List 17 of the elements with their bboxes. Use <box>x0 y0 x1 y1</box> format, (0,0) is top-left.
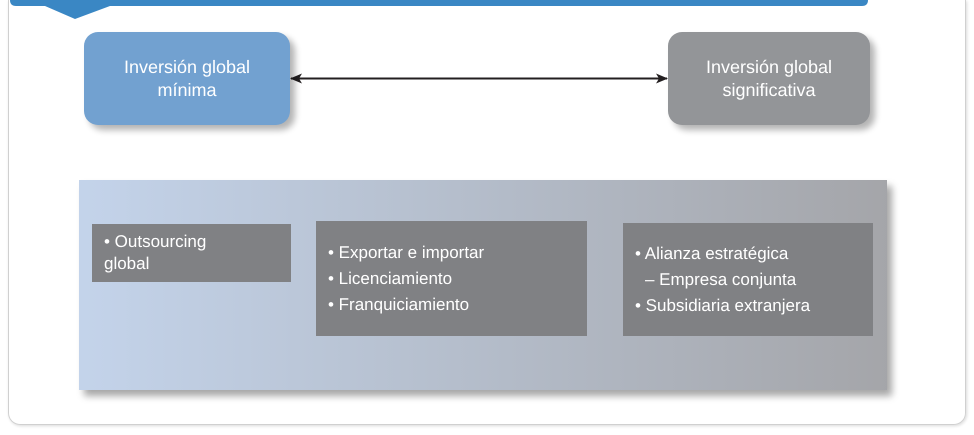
banner <box>10 0 868 19</box>
box-label: Inversión global significativa <box>704 56 834 102</box>
rounded-box <box>668 32 870 125</box>
double-arrow <box>290 74 668 84</box>
list-item: • Licenciamiento <box>328 268 454 290</box>
list-item: • Outsourcing global <box>104 231 208 275</box>
box-label: Inversión global mínima <box>122 56 252 102</box>
list-box <box>92 224 291 282</box>
list-item: • Subsidiaria extranjera <box>635 294 812 316</box>
list-box <box>316 221 587 336</box>
gradient-panel <box>79 180 887 390</box>
list-item: – Empresa conjunta <box>644 268 798 290</box>
list-item: • Franquiciamiento <box>328 294 470 316</box>
list-item: • Exportar e importar <box>328 242 486 264</box>
list-item: • Alianza estratégica <box>635 242 790 264</box>
rounded-box <box>84 32 290 125</box>
list-box <box>623 223 873 336</box>
